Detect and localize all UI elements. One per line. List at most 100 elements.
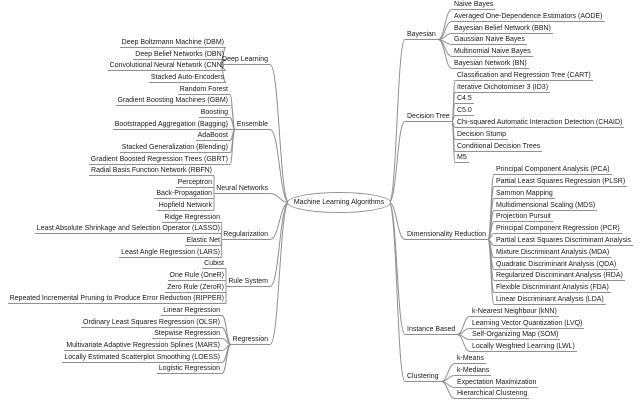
mindmap-leaf: Linear Regression	[161, 306, 222, 316]
connector-line	[269, 129, 290, 203]
mindmap-leaf: Self-Organizing Map (SOM)	[470, 331, 561, 341]
mindmap-leaf: k-Medians	[455, 366, 492, 376]
mindmap-leaf: Cubist	[202, 260, 226, 270]
mindmap-leaf: Stepwise Regression	[152, 330, 222, 340]
mindmap-leaf: Principal Component Regression (PCR)	[494, 225, 622, 235]
mindmap-leaf: Stacked Generalization (Blending)	[119, 143, 230, 153]
mindmap-leaf: Locally Estimated Scatterplot Smoothing …	[62, 353, 222, 363]
mindmap-leaf: Bootstrapped Aggregation (Bagging)	[112, 120, 230, 130]
branch-label: Ensemble	[234, 120, 270, 130]
mindmap-leaf: Deep Boltzmann Machine (DBM)	[119, 39, 226, 48]
mindmap-leaf: C4.5	[455, 95, 474, 105]
connector-line	[456, 334, 471, 352]
mindmap-leaf: Multivariate Adaptive Regression Splines…	[64, 341, 222, 351]
mindmap-leaf: Mixture Discriminant Analysis (MDA)	[494, 248, 612, 258]
connector-line	[229, 129, 236, 141]
mindmap-leaf: Least Absolute Shrinkage and Selection O…	[34, 225, 222, 235]
mindmap-leaf: Logistic Regression	[156, 365, 222, 375]
mindmap-leaf: Convolutional Neural Network (CNN)	[107, 62, 226, 72]
branch-label: Bayesian	[405, 30, 438, 40]
mindmap-leaf: Radial Basis Function Network (RBFN)	[89, 167, 214, 177]
mindmap-leaf: Conditional Decision Trees	[455, 142, 543, 152]
mindmap-leaf: Partial Least Squares Discriminant Analy…	[494, 237, 634, 246]
mindmap-leaf: k-Nearest Neighbour (kNN)	[470, 307, 559, 317]
mindmap-leaf: Deep Belief Networks (DBN)	[133, 50, 226, 60]
mindmap-leaf: Sammon Mapping	[494, 189, 555, 199]
mindmap-leaf: Quadratic Discriminant Analysis (QDA)	[494, 260, 619, 270]
connector-line	[440, 381, 456, 388]
connector-line	[437, 39, 453, 57]
mindmap-leaf: Bayesian Network (BN)	[452, 60, 529, 69]
branch-label: Neural Networks	[214, 184, 270, 194]
mindmap-leaf: Stacked Auto-Encoders	[148, 73, 226, 83]
connector-line	[456, 316, 471, 335]
connector-line	[456, 334, 471, 340]
connector-line	[269, 202, 290, 287]
connector-line	[388, 39, 406, 203]
branch-label: Deep Learning	[220, 56, 270, 66]
mindmap-leaf: Ridge Regression	[162, 213, 222, 223]
mindmap-leaf: Averaged One-Dependence Estimators (AODE…	[452, 12, 605, 22]
connector-line	[221, 344, 232, 374]
mindmap-leaf: Iterative Dichotomiser 3 (ID3)	[455, 83, 551, 93]
connector-line	[269, 202, 290, 240]
branch-label: Rule System	[226, 277, 270, 287]
branch-label: Clustering	[405, 372, 441, 382]
branch-label: Regularization	[221, 231, 270, 241]
connector-line	[437, 39, 453, 69]
mindmap-leaf: Locally Weighted Learning (LWL)	[470, 343, 577, 353]
connector-line	[440, 375, 456, 382]
connector-line	[269, 202, 290, 345]
mindmap-leaf: Repeated Incremental Pruning to Produce …	[7, 295, 226, 305]
connector-line	[221, 344, 232, 351]
mindmap-leaf: One Rule (OneR)	[167, 272, 226, 281]
branch-label: Decision Tree	[405, 113, 452, 123]
connector-line	[440, 381, 456, 399]
mindmap-leaf: Projection Pursuit	[494, 213, 553, 223]
connector-line	[229, 129, 236, 165]
mindmap-leaf: Ordinary Least Squares Regression (OLSR)	[81, 318, 222, 328]
connector-line	[437, 39, 453, 45]
mindmap-leaf: Hierarchical Clustering	[455, 390, 530, 400]
mindmap-leaf: Linear Discriminant Analysis (LDA)	[494, 296, 606, 305]
connector-line	[221, 344, 232, 363]
branch-label: Instance Based	[405, 325, 458, 335]
mindmap-leaf: Gaussian Naive Bayes	[452, 36, 527, 46]
mindmap-leaf: k-Means	[455, 355, 486, 364]
mindmap-leaf: Bayesian Belief Network (BBN)	[452, 24, 553, 34]
mindmap-leaf: Zero Rule (ZeroR)	[165, 283, 226, 293]
mindmap-leaf: Boosting	[198, 108, 230, 118]
mindmap-leaf: Classification and Regression Tree (CART…	[455, 71, 593, 81]
mindmap-leaf: Principal Component Analysis (PCA)	[494, 166, 612, 176]
mindmap-leaf: Multidimensional Scaling (MDS)	[494, 201, 598, 211]
connector-line	[269, 64, 290, 203]
connector-line	[437, 33, 453, 40]
mindmap-leaf: Random Forest	[177, 85, 230, 95]
mindmap-leaf: Naive Bayes	[452, 1, 496, 10]
connector-line	[388, 202, 406, 335]
mindmap-leaf: Back-Propagation	[154, 190, 214, 200]
mindmap-leaf: Multinomial Naive Bayes	[452, 48, 533, 58]
mindmap-leaf: Hopfield Network	[156, 202, 214, 212]
branch-label: Regression	[230, 336, 270, 346]
mindmap-leaf: Elastic Net	[184, 237, 222, 247]
mindmap-leaf: Regularized Discriminant Analysis (RDA)	[494, 272, 625, 282]
mindmap-leaf: Expectation Maximization	[455, 378, 539, 388]
mindmap-leaf: Gradient Boosting Machines (GBM)	[115, 97, 230, 107]
mindmap-leaf: Gradient Boosted Regression Trees (GBRT)	[88, 155, 230, 165]
connector-line	[388, 121, 406, 203]
mindmap-leaf: Least Angle Regression (LARS)	[119, 248, 222, 258]
mindmap-leaf: M5	[455, 154, 469, 164]
connector-line	[388, 202, 406, 240]
connector-line	[440, 363, 456, 382]
connector-line	[456, 328, 471, 335]
mindmap-leaf: Learning Vector Quantization (LVQ)	[470, 319, 585, 329]
connector-line	[388, 202, 406, 382]
connector-line	[437, 9, 453, 40]
mindmap-leaf: Chi-squared Automatic Interaction Detect…	[455, 119, 625, 128]
mindmap-leaf: Partial Least Squares Regression (PLSR)	[494, 178, 628, 187]
center-node: Machine Learning Algorithms	[287, 192, 391, 213]
mindmap-leaf: Flexible Discriminant Analysis (FDA)	[494, 284, 611, 294]
mindmap-leaf: C5.0	[455, 107, 474, 117]
